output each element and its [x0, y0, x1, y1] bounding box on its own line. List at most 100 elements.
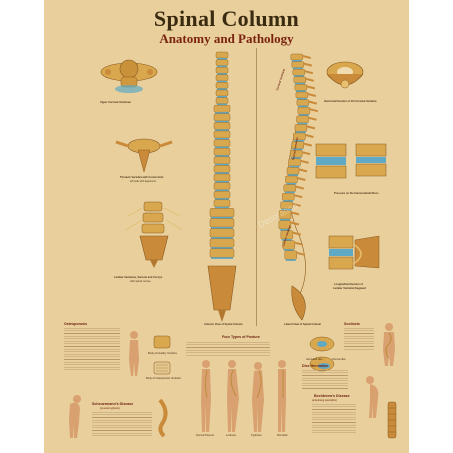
- lateral-process: [307, 93, 317, 97]
- anterior-spine-illustration: [207, 51, 237, 322]
- anterior-vertebra: [209, 248, 235, 258]
- lateral-process: [296, 251, 306, 256]
- lateral-disc: [288, 174, 298, 176]
- lateral-disc: [291, 157, 302, 159]
- lateral-process: [292, 202, 301, 207]
- anterior-vertebra: [213, 173, 231, 182]
- lateral-process: [301, 151, 311, 156]
- lateral-process: [304, 70, 314, 75]
- heading-scheuermann: Scheuermann's Disease: [92, 402, 134, 406]
- anterior-vertebra: [213, 147, 231, 156]
- anterior-vertebra: [213, 130, 231, 139]
- anterior-vertebra: [213, 182, 231, 190]
- lateral-disc: [295, 90, 306, 92]
- upper-cervical-illustration: [100, 59, 158, 93]
- caption-herniated: Herniated disc: [306, 358, 323, 361]
- lateral-process: [298, 168, 308, 173]
- anterior-disc: [215, 112, 229, 114]
- scheuermann-figure: [69, 395, 81, 438]
- lateral-process: [305, 77, 315, 82]
- anterior-disc: [215, 155, 229, 157]
- anterior-vertebra: [215, 82, 229, 89]
- anterior-vertebra: [213, 105, 231, 113]
- lateral-vertebra: [295, 91, 309, 99]
- heading-disc-herniation: Disc Herniation: [302, 364, 329, 368]
- anterior-disc: [215, 172, 229, 174]
- disc-illustrations: [309, 336, 335, 372]
- heading-bechterew-sub: (ankylosing spondylitis): [312, 399, 337, 402]
- lateral-disc: [281, 239, 292, 241]
- lateral-disc: [280, 218, 291, 221]
- anterior-vertebra: [215, 59, 229, 66]
- lateral-disc: [283, 200, 294, 202]
- lateral-disc: [281, 208, 292, 211]
- heading-scoliosis: Scoliosis: [344, 322, 360, 326]
- osteoporosis-figure: [129, 331, 139, 376]
- anterior-disc: [215, 189, 229, 192]
- lateral-disc: [297, 122, 308, 125]
- anterior-vertebra: [215, 89, 229, 97]
- lateral-vertebra: [294, 124, 308, 132]
- lateral-vertebra: [293, 76, 307, 83]
- caption-osteoporotic: Body of Osteoporotic Vertebra: [146, 377, 181, 380]
- lateral-vertebra: [286, 167, 300, 175]
- lateral-disc: [298, 114, 309, 116]
- anterior-disc: [215, 120, 229, 123]
- posture-label-lordosis: Lordosis: [226, 434, 236, 437]
- lateral-disc: [294, 82, 305, 85]
- poster-subtitle: Anatomy and Pathology: [159, 31, 294, 46]
- lateral-vertebra: [297, 107, 311, 115]
- lateral-disc: [289, 165, 300, 168]
- disc-herniation-text: [302, 370, 348, 390]
- anterior-disc: [215, 146, 229, 149]
- caption-pressure: Pressure on the Intervertebral Discs: [334, 192, 379, 195]
- anterior-disc: [211, 257, 233, 259]
- lateral-process: [302, 55, 312, 59]
- four-types-text: [186, 342, 270, 356]
- osteoporosis-text: [64, 328, 120, 372]
- caption-anterior: Anterior View of Spinal Column: [204, 323, 243, 326]
- thoracic-joint-illustration: [115, 138, 173, 173]
- lateral-vertebra: [296, 99, 310, 106]
- lateral-process: [308, 100, 318, 105]
- poster-title: Spinal Column: [153, 6, 300, 31]
- caption-lumbar-sacrum: Lumbar Vertebrae, Sacrum and Coccyx: [114, 276, 163, 279]
- anterior-vertebra: [213, 156, 231, 165]
- lateral-vertebra: [283, 184, 297, 192]
- anterior-disc: [215, 138, 229, 140]
- lateral-process: [308, 116, 317, 121]
- scoliosis-text: [344, 328, 374, 350]
- heading-bechterew: Bechterew's Disease: [314, 394, 350, 398]
- lateral-vertebra: [294, 84, 308, 91]
- heading-scheuermann-sub: (juvenile kyphosis): [100, 407, 120, 410]
- lateral-vertebra: [296, 115, 309, 124]
- lateral-process: [303, 62, 313, 67]
- lateral-process: [297, 177, 306, 181]
- anterior-vertebra: [213, 113, 231, 122]
- posture-label-kyphosis: Kyphosis: [251, 434, 262, 437]
- lateral-vertebra: [285, 175, 298, 184]
- posture-figures: [201, 360, 286, 432]
- anterior-disc: [211, 237, 233, 239]
- anterior-disc: [217, 96, 227, 98]
- lateral-process: [309, 108, 319, 113]
- lateral-disc: [297, 105, 308, 108]
- anterior-vertebra: [215, 51, 229, 59]
- lateral-process: [303, 142, 313, 147]
- caption-longitudinal-2: Lumbar Vertebral Segment: [333, 287, 367, 290]
- lateral-process: [300, 159, 309, 164]
- anterior-disc: [211, 216, 233, 219]
- lateral-process: [305, 134, 314, 138]
- caption-normal-disc: Normal disc: [332, 358, 346, 361]
- lateral-process: [290, 221, 300, 226]
- pressure-illustration: [315, 143, 387, 179]
- anterior-vertebra: [209, 208, 235, 218]
- lateral-disc: [283, 249, 294, 251]
- lateral-disc: [284, 191, 295, 194]
- anterior-disc: [215, 163, 229, 166]
- bechterew-figure: [366, 376, 379, 418]
- anterior-vertebra: [209, 218, 235, 228]
- lateral-disc: [292, 67, 303, 70]
- anterior-disc: [217, 73, 227, 75]
- anterior-disc: [215, 198, 229, 200]
